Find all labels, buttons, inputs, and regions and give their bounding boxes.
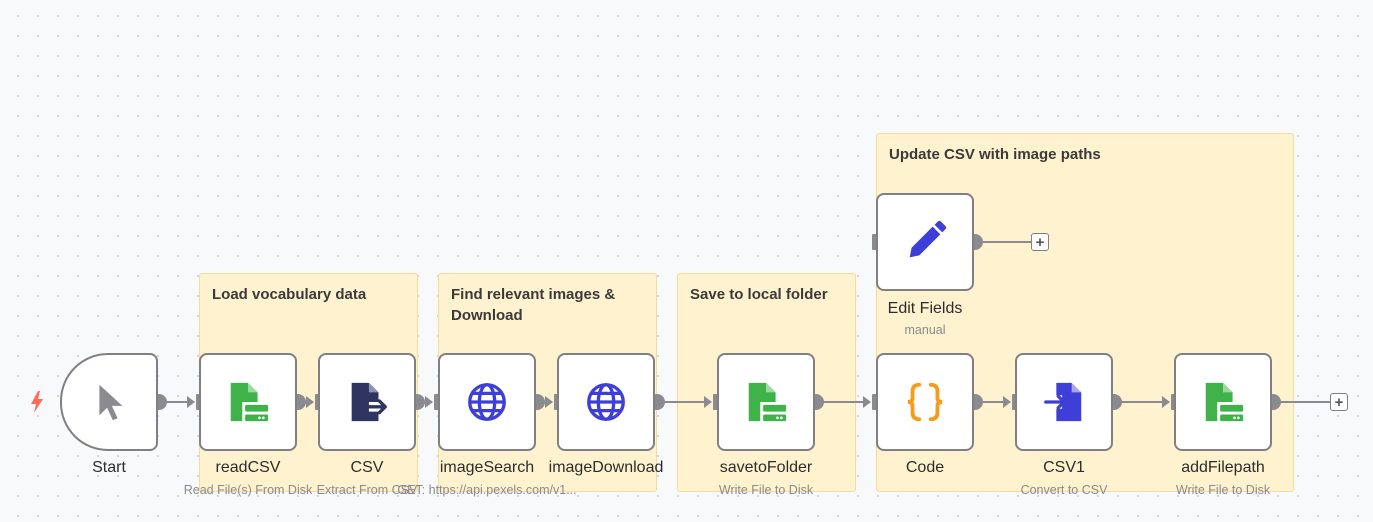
node-csv1[interactable] <box>1015 353 1113 451</box>
file-disk-icon <box>230 382 269 422</box>
add-node-button[interactable]: + <box>1330 393 1348 411</box>
lightning-icon <box>31 391 43 413</box>
arrow-head <box>704 396 712 408</box>
sticky-save-folder[interactable]: Save to local folder <box>677 273 856 492</box>
node-label: Start <box>92 459 126 476</box>
node-readcsv[interactable] <box>199 353 297 451</box>
node-subtitle: Write File to Disk <box>1175 483 1271 497</box>
node-code[interactable] <box>876 353 974 451</box>
node-imagedownload[interactable] <box>557 353 655 451</box>
arrow-head <box>306 396 314 408</box>
node-subtitle: Read File(s) From Disk <box>183 483 313 497</box>
add-node-button[interactable]: + <box>1031 233 1049 251</box>
file-disk-icon <box>1205 382 1244 422</box>
sticky-title: Find relevant images & Download <box>451 286 616 324</box>
file-convert-icon <box>1044 382 1082 422</box>
sticky-title: Load vocabulary data <box>212 286 367 303</box>
node-label: savetoFolder <box>719 459 813 476</box>
node-label: imageSearch <box>439 459 535 476</box>
file-disk-icon <box>748 382 787 422</box>
arrow-head <box>1003 396 1011 408</box>
arrow-head <box>863 396 871 408</box>
node-subtitle: manual <box>904 323 946 337</box>
node-label: Edit Fields <box>887 300 963 317</box>
node-label: imageDownload <box>548 459 664 476</box>
node-savetofolder[interactable] <box>717 353 815 451</box>
sticky-title: Save to local folder <box>690 286 828 303</box>
cursor-icon <box>99 384 123 421</box>
node-label: Code <box>905 459 945 476</box>
arrow-head <box>1162 396 1170 408</box>
node-label: CSV1 <box>1043 459 1085 476</box>
node-start[interactable] <box>60 353 158 451</box>
arrow-head <box>545 396 553 408</box>
node-subtitle: Convert to CSV <box>1020 483 1108 497</box>
node-addfilepath[interactable] <box>1174 353 1272 451</box>
sticky-title: Update CSV with image paths <box>889 146 1101 163</box>
node-subtitle: Extract From CSV <box>316 483 418 497</box>
node-csv[interactable] <box>318 353 416 451</box>
node-subtitle: GET: https://api.pexels.com/v1... <box>397 483 577 497</box>
node-label: CSV <box>350 459 384 476</box>
code-braces-icon <box>907 382 943 422</box>
globe-icon <box>468 383 506 421</box>
globe-icon <box>587 383 625 421</box>
pencil-icon <box>909 220 947 258</box>
node-label: addFilepath <box>1181 459 1265 476</box>
arrow-head <box>187 396 195 408</box>
node-imagesearch[interactable] <box>438 353 536 451</box>
file-extract-icon <box>351 382 387 422</box>
node-editfields[interactable] <box>876 193 974 291</box>
arrow-head <box>425 396 433 408</box>
node-subtitle: Write File to Disk <box>718 483 814 497</box>
node-label: readCSV <box>215 459 281 476</box>
